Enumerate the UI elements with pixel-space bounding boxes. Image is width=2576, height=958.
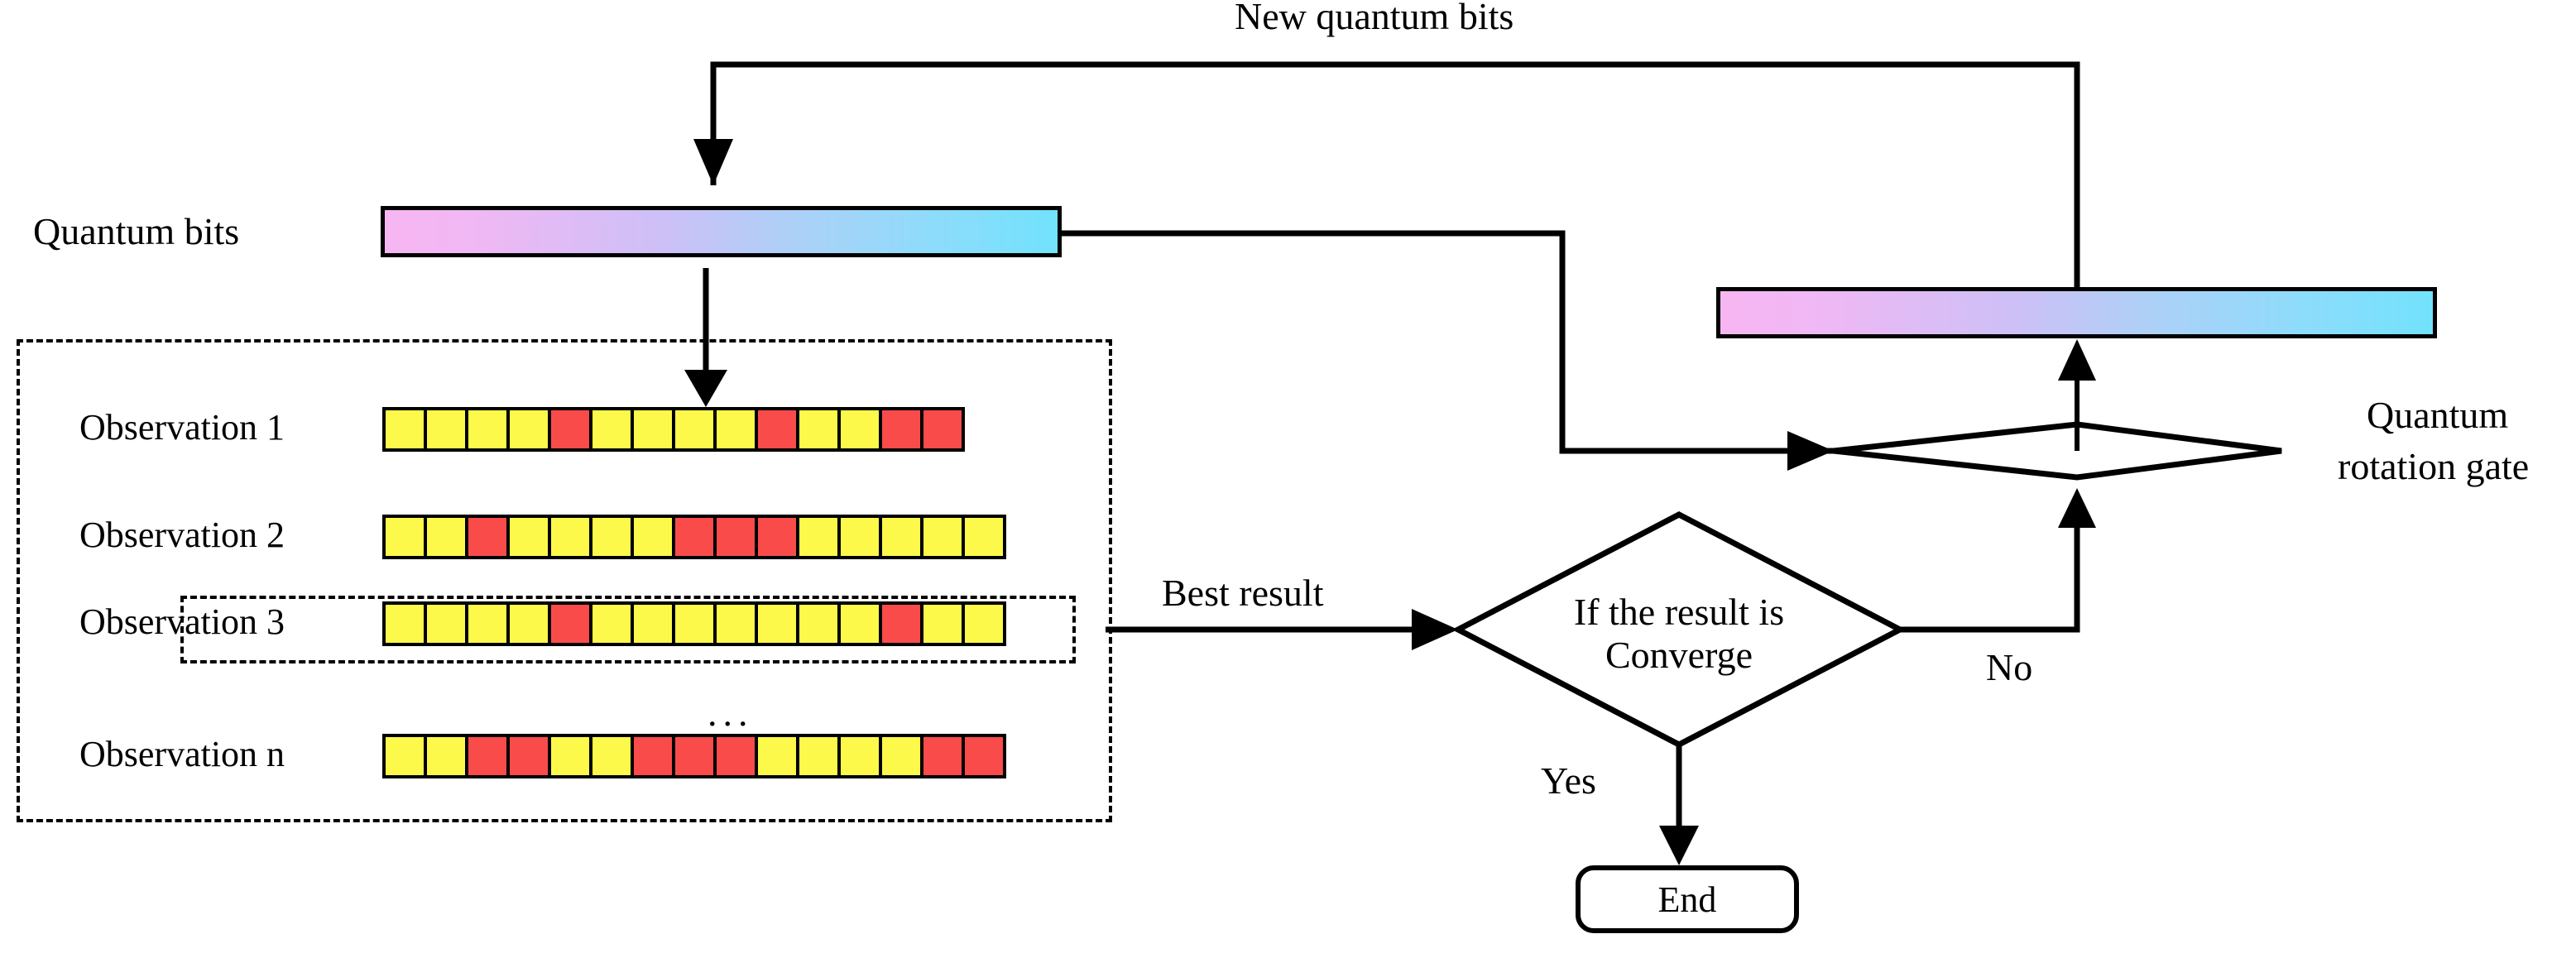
observation-cell[interactable]	[879, 601, 923, 646]
observation-cell[interactable]	[424, 734, 468, 778]
rotation-gate-to-bar-arrow	[2058, 339, 2096, 451]
observation-label-2: Observation 2	[79, 515, 285, 555]
end-terminator[interactable]: End	[1576, 865, 1799, 933]
observation-cell[interactable]	[713, 601, 758, 646]
observation-cell[interactable]	[879, 734, 923, 778]
observation-cell[interactable]	[796, 515, 841, 559]
observation-cell[interactable]	[424, 601, 468, 646]
observation-cell[interactable]	[465, 515, 510, 559]
observation-cell[interactable]	[837, 734, 882, 778]
observation-cell[interactable]	[796, 407, 841, 452]
observation-row[interactable]	[382, 515, 1006, 559]
observation-cell[interactable]	[672, 407, 717, 452]
observation-cell[interactable]	[506, 734, 551, 778]
yes-branch-arrow	[1659, 745, 1699, 865]
observation-cell[interactable]	[755, 407, 799, 452]
new-quantum-bits-bar[interactable]	[1716, 287, 2437, 338]
observation-cell[interactable]	[506, 515, 551, 559]
observation-cell[interactable]	[672, 515, 717, 559]
no-branch-line	[1900, 488, 2096, 633]
observation-cell[interactable]	[796, 601, 841, 646]
observation-cell[interactable]	[920, 734, 965, 778]
observation-cell[interactable]	[879, 407, 923, 452]
observation-cell[interactable]	[713, 734, 758, 778]
observation-cell[interactable]	[837, 407, 882, 452]
best-result-label: Best result	[1162, 572, 1324, 614]
observation-cell[interactable]	[920, 407, 965, 452]
observation-cell[interactable]	[631, 407, 675, 452]
observation-cell[interactable]	[382, 407, 427, 452]
observation-cell[interactable]	[837, 515, 882, 559]
quantum-rotation-gate-label-line2: rotation gate	[2338, 445, 2530, 487]
observation-cell[interactable]	[548, 601, 592, 646]
quantum-bits-label: Quantum bits	[33, 210, 240, 252]
observation-row[interactable]	[382, 407, 965, 452]
observation-cell[interactable]	[962, 734, 1006, 778]
best-result-arrow	[1106, 609, 1458, 650]
observation-cell[interactable]	[506, 601, 551, 646]
observation-row[interactable]	[382, 601, 1006, 646]
observation-cell[interactable]	[424, 515, 468, 559]
observation-label-4: Observation n	[79, 734, 285, 774]
yes-branch-label: Yes	[1541, 759, 1596, 802]
observation-cell[interactable]	[920, 515, 965, 559]
observation-cell[interactable]	[465, 734, 510, 778]
observation-cell[interactable]	[506, 407, 551, 452]
no-branch-label: No	[1986, 646, 2033, 688]
qubits-to-rotation-gate-line	[1062, 230, 1834, 471]
quantum-rotation-gate-diamond[interactable]	[1833, 421, 2282, 481]
best-observation-dashed-box	[180, 596, 1076, 663]
observation-cell[interactable]	[631, 601, 675, 646]
observation-population-dashed-box	[17, 339, 1112, 822]
observation-cell[interactable]	[796, 734, 841, 778]
observation-label-3: Observation 3	[79, 601, 285, 642]
observation-cell[interactable]	[548, 734, 592, 778]
new-quantum-bits-label: New quantum bits	[1235, 0, 1514, 37]
observation-cell[interactable]	[713, 407, 758, 452]
observation-cell[interactable]	[382, 601, 427, 646]
observation-cell[interactable]	[631, 734, 675, 778]
observation-cell[interactable]	[920, 601, 965, 646]
observation-cell[interactable]	[962, 515, 1006, 559]
observation-cell[interactable]	[424, 407, 468, 452]
observation-cell[interactable]	[713, 515, 758, 559]
observation-cell[interactable]	[589, 601, 634, 646]
decision-text-line2: Converge	[1605, 634, 1753, 676]
quantum-bits-bar[interactable]	[381, 206, 1062, 257]
observation-cell[interactable]	[631, 515, 675, 559]
observation-cell[interactable]	[755, 601, 799, 646]
observation-cell[interactable]	[672, 734, 717, 778]
observation-label-1: Observation 1	[79, 407, 285, 448]
observation-cell[interactable]	[465, 601, 510, 646]
observation-cell[interactable]	[755, 515, 799, 559]
observation-ellipsis: ...	[708, 692, 754, 734]
observation-cell[interactable]	[548, 515, 592, 559]
observation-cell[interactable]	[589, 407, 634, 452]
observation-cell[interactable]	[382, 734, 427, 778]
observation-cell[interactable]	[382, 515, 427, 559]
quantum-rotation-gate-label-line1: Quantum	[2367, 394, 2509, 436]
decision-text-line1: If the result is	[1573, 591, 1785, 633]
observation-cell[interactable]	[755, 734, 799, 778]
observation-cell[interactable]	[879, 515, 923, 559]
observation-row[interactable]	[382, 734, 1006, 778]
observation-cell[interactable]	[589, 734, 634, 778]
observation-cell[interactable]	[837, 601, 882, 646]
observation-cell[interactable]	[548, 407, 592, 452]
observation-cell[interactable]	[672, 601, 717, 646]
observation-cell[interactable]	[589, 515, 634, 559]
observation-cell[interactable]	[962, 601, 1006, 646]
observation-cell[interactable]	[465, 407, 510, 452]
